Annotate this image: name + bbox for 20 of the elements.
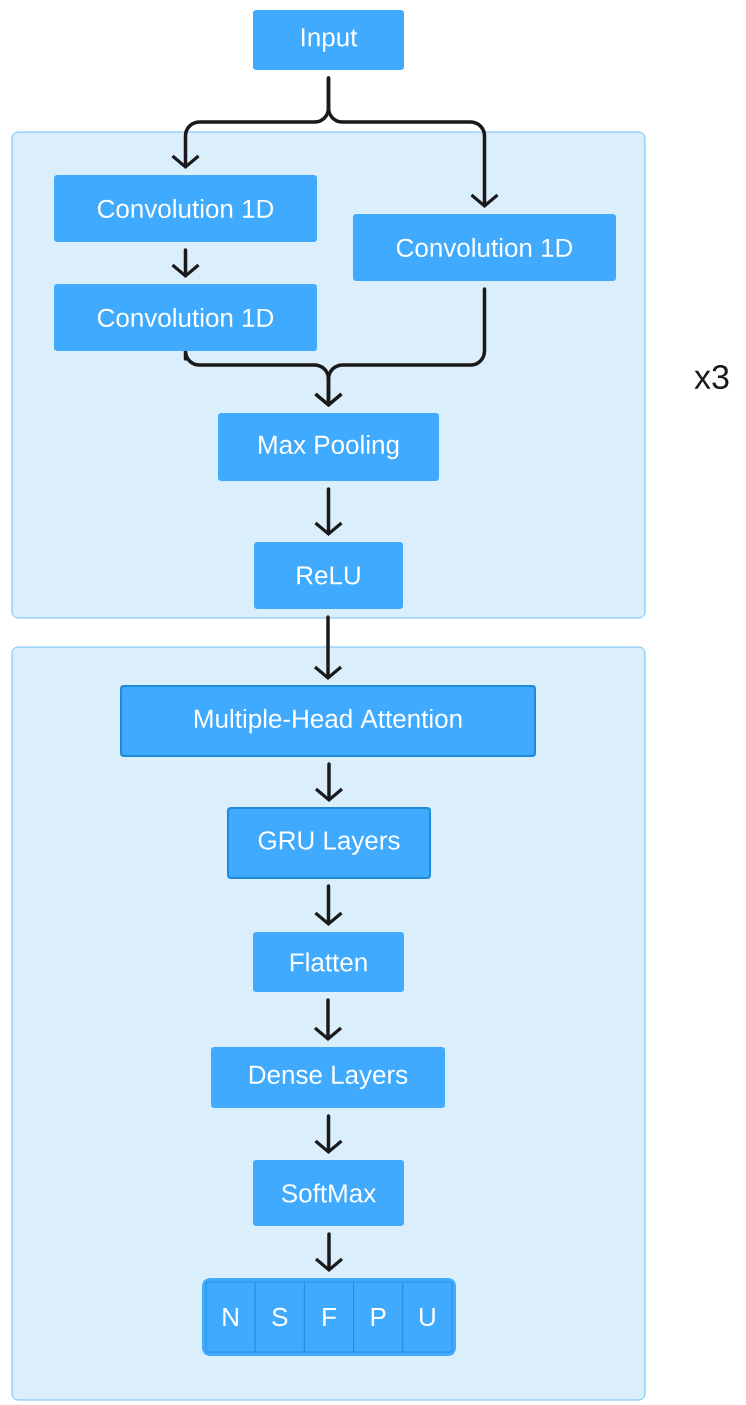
- layer-box: Convolution 1D: [353, 214, 616, 281]
- layer-box: Dense Layers: [211, 1047, 445, 1108]
- output-cell: S: [254, 1281, 305, 1353]
- layer-box: Convolution 1D: [54, 284, 317, 351]
- layer-box: Convolution 1D: [54, 175, 317, 242]
- layer-box: Input: [253, 10, 404, 70]
- output-cell: P: [353, 1281, 404, 1353]
- output-cell: N: [205, 1281, 256, 1353]
- layer-box: Flatten: [253, 932, 404, 992]
- layer-box: ReLU: [254, 542, 403, 609]
- output-cell: U: [402, 1281, 453, 1353]
- layer-box: GRU Layers: [227, 807, 431, 879]
- arrow: [326, 76, 499, 208]
- layer-box: SoftMax: [253, 1160, 404, 1226]
- layer-box: Multiple-Head Attention: [120, 685, 536, 757]
- layer-box: Max Pooling: [218, 413, 439, 481]
- arrow: [314, 287, 487, 407]
- arrow: [313, 615, 343, 680]
- output-cell: F: [304, 1281, 354, 1353]
- repeat-label: x3: [694, 364, 729, 390]
